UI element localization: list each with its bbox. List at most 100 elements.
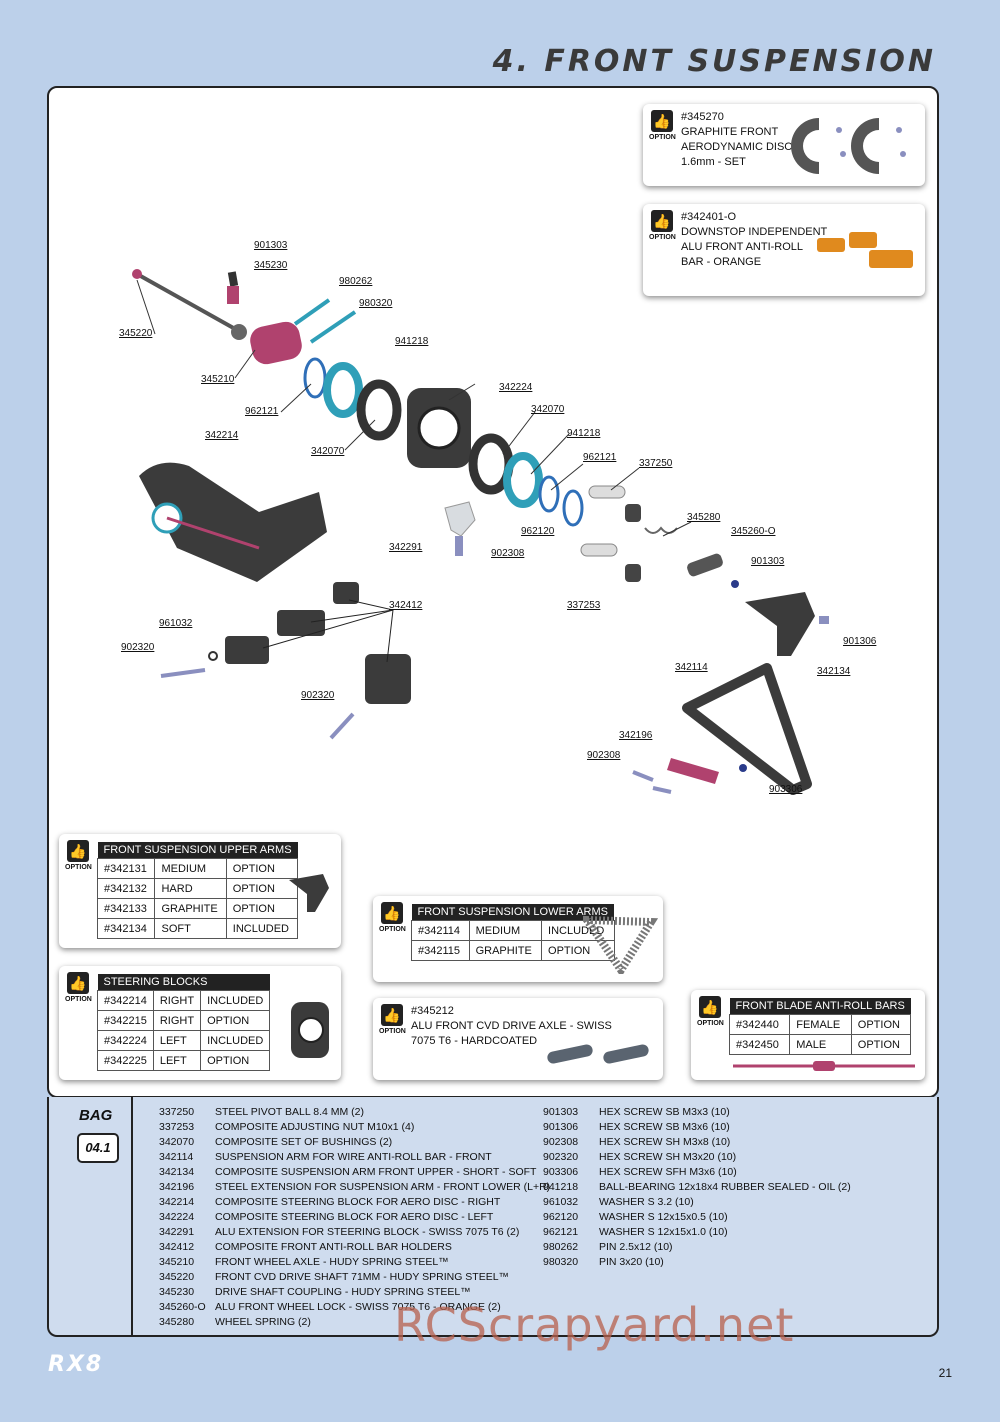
part-callout: 902308 <box>587 750 621 761</box>
part-number: 345230 <box>159 1286 195 1298</box>
thumbs-up-icon: 👍 <box>651 110 673 132</box>
part-callout: 345230 <box>254 260 288 271</box>
list-item: 342412 COMPOSITE FRONT ANTI-ROLL BAR HOLD… <box>159 1240 550 1255</box>
part-number: 345210 <box>159 1256 195 1268</box>
part-callout: 962121 <box>583 452 617 463</box>
part-callout: 342224 <box>499 382 533 393</box>
part-number: 342070 <box>159 1136 195 1148</box>
part-callout: 345280 <box>687 512 721 523</box>
part-description: WASHER S 12x15x0.5 (10) <box>599 1211 728 1223</box>
disc-graphic <box>791 118 906 174</box>
bag-label: BAG <box>79 1107 113 1124</box>
part-callout: 902320 <box>121 642 155 653</box>
part-number: 337250 <box>159 1106 195 1118</box>
steering-blocks-header: STEERING BLOCKS <box>97 974 270 991</box>
part-description: DRIVE SHAFT COUPLING - HUDY SPRING STEEL… <box>215 1286 471 1298</box>
part-callout: 342070 <box>311 446 345 457</box>
part-description: HEX SCREW SH M3x8 (10) <box>599 1136 731 1148</box>
option-badge: 👍 OPTION <box>65 840 92 871</box>
downstop-graphic <box>817 232 913 268</box>
part-callout: 342134 <box>817 666 851 677</box>
page-title: 4. FRONT SUSPENSION <box>492 44 936 79</box>
part-callout: 961032 <box>159 618 193 629</box>
part-number: 901303 <box>543 1106 579 1118</box>
part-number: 342214 <box>159 1196 195 1208</box>
part-description: COMPOSITE ADJUSTING NUT M10x1 (4) <box>215 1121 415 1133</box>
part-description: COMPOSITE FRONT ANTI-ROLL BAR HOLDERS <box>215 1241 452 1253</box>
part-callout: 342070 <box>531 404 565 415</box>
drive-axle-graphic <box>547 1044 649 1064</box>
part-callout: 901306 <box>843 636 877 647</box>
rx8-logo: RX8 <box>48 1352 104 1377</box>
thumbs-up-icon: 👍 <box>67 840 89 862</box>
part-number: 345280 <box>159 1316 195 1328</box>
part-description: COMPOSITE STEERING BLOCK FOR AERO DISC -… <box>215 1211 494 1223</box>
option-downstop-text: #342401-O DOWNSTOP INDEPENDENT ALU FRONT… <box>681 211 828 268</box>
part-number: 342114 <box>159 1151 194 1163</box>
list-item: 345230 DRIVE SHAFT COUPLING - HUDY SPRING… <box>159 1285 550 1300</box>
part-number: 903306 <box>543 1166 579 1178</box>
option-downstop-box: 👍 OPTION #342401-O DOWNSTOP INDEPENDENT … <box>643 204 925 296</box>
option-badge: 👍 OPTION <box>697 996 724 1027</box>
part-number: 342412 <box>159 1241 195 1253</box>
list-item: 901303 HEX SCREW SB M3x3 (10) <box>543 1105 851 1120</box>
part-callout: 342196 <box>619 730 653 741</box>
part-description: HEX SCREW SFH M3x6 (10) <box>599 1166 737 1178</box>
part-number: 342134 <box>159 1166 195 1178</box>
list-item: 345260-O ALU FRONT WHEEL LOCK - SWISS 707… <box>159 1300 550 1315</box>
thumbs-up-icon: 👍 <box>381 902 403 924</box>
part-callout: 902308 <box>491 548 525 559</box>
option-drive-axle-text: #345212 ALU FRONT CVD DRIVE AXLE - SWISS… <box>411 1005 612 1047</box>
watermark: RCScrapyard.net <box>394 1298 795 1352</box>
list-item: 342134 COMPOSITE SUSPENSION ARM FRONT UPP… <box>159 1165 550 1180</box>
option-badge: 👍 OPTION <box>649 110 676 141</box>
part-number: 962120 <box>543 1211 579 1223</box>
anti-roll-bars-box: 👍 OPTION FRONT BLADE ANTI-ROLL BARS #342… <box>691 990 925 1080</box>
part-description: COMPOSITE SUSPENSION ARM FRONT UPPER - S… <box>215 1166 537 1178</box>
option-disc-box: 👍 OPTION #345270 GRAPHITE FRONT AERODYNA… <box>643 104 925 186</box>
bag-number: 04.1 <box>77 1133 119 1163</box>
part-callout: 980320 <box>359 298 393 309</box>
part-callout: 901303 <box>254 240 288 251</box>
lower-arms-box: 👍 OPTION FRONT SUSPENSION LOWER ARMS #34… <box>373 896 663 982</box>
upper-arm-graphic <box>289 874 329 912</box>
part-description: SUSPENSION ARM FOR WIRE ANTI-ROLL BAR - … <box>215 1151 492 1163</box>
option-badge: 👍 OPTION <box>65 972 92 1003</box>
part-description: HEX SCREW SB M3x3 (10) <box>599 1106 730 1118</box>
upper-arms-header: FRONT SUSPENSION UPPER ARMS <box>97 842 298 859</box>
lower-arm-graphic <box>583 915 659 974</box>
part-description: FRONT CVD DRIVE SHAFT 71MM - HUDY SPRING… <box>215 1271 510 1283</box>
thumbs-up-icon: 👍 <box>651 210 673 232</box>
part-description: ALU FRONT WHEEL LOCK - SWISS 7075 T6 - O… <box>215 1301 501 1313</box>
part-number: 961032 <box>543 1196 579 1208</box>
steering-block-graphic <box>291 1002 329 1058</box>
part-number: 345260-O <box>159 1301 206 1313</box>
part-callout: 901303 <box>751 556 785 567</box>
list-item: 342114 SUSPENSION ARM FOR WIRE ANTI-ROLL … <box>159 1150 550 1165</box>
part-number: 962121 <box>543 1226 579 1238</box>
part-description: COMPOSITE STEERING BLOCK FOR AERO DISC -… <box>215 1196 501 1208</box>
part-callout: 345260-O <box>731 526 776 537</box>
part-number: 342224 <box>159 1211 195 1223</box>
option-badge: 👍 OPTION <box>649 210 676 241</box>
part-callout: 337253 <box>567 600 601 611</box>
